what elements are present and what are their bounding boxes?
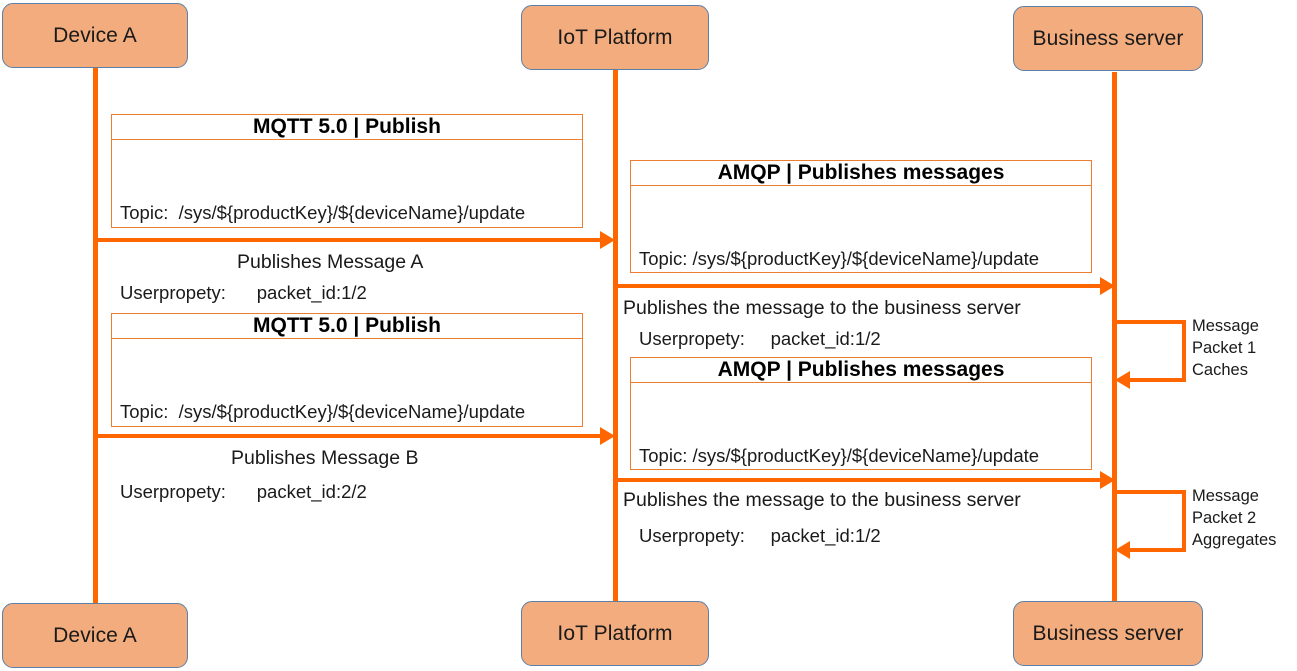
actor-label: Device A bbox=[53, 23, 137, 47]
arrow-label-publish-message-b: Publishes Message B bbox=[231, 447, 419, 469]
note-body: Topic: /sys/${productKey}/${deviceName}/… bbox=[112, 339, 582, 564]
selfloop-label-line-2: Packet 1 bbox=[1192, 338, 1257, 357]
selfloop-label-line-2: Packet 2 bbox=[1192, 508, 1257, 527]
selfloop-bottom-packet-2-aggregates bbox=[1130, 548, 1186, 552]
selfloop-label-line-3: Aggregates bbox=[1192, 530, 1277, 549]
arrow-head-publish-message-a bbox=[600, 231, 615, 249]
selfloop-label-line-1: Message bbox=[1192, 487, 1259, 505]
note-body: Topic: /sys/${productKey}/${deviceName}/… bbox=[112, 140, 582, 365]
note-topic-line: Topic: /sys/${productKey}/${deviceName}/… bbox=[639, 444, 1040, 466]
note-amqp-publish-1: AMQP | Publishes messages Topic: /sys/${… bbox=[630, 160, 1092, 349]
actor-label: Business server bbox=[1032, 26, 1184, 50]
actor-device-a-top[interactable]: Device A bbox=[2, 3, 188, 68]
arrow-head-publish-to-server-2 bbox=[1100, 471, 1115, 489]
arrow-head-packet-1-caches bbox=[1115, 371, 1130, 389]
note-mqtt-publish-2: MQTT 5.0 | Publish Topic: /sys/${product… bbox=[111, 313, 583, 502]
actor-label: Device A bbox=[53, 623, 137, 647]
selfloop-bottom-packet-1-caches bbox=[1130, 378, 1186, 382]
note-title: AMQP | Publishes messages bbox=[631, 161, 1091, 186]
note-amqp-publish-2: AMQP | Publishes messages Topic: /sys/${… bbox=[630, 357, 1092, 546]
arrow-label-publish-message-a: Publishes Message A bbox=[237, 251, 424, 273]
selfloop-right-packet-2-aggregates bbox=[1182, 490, 1186, 552]
actor-device-a-bottom[interactable]: Device A bbox=[2, 603, 188, 668]
selfloop-top-packet-2-aggregates bbox=[1114, 490, 1186, 494]
arrow-publish-to-server-1 bbox=[615, 284, 1100, 288]
arrow-publish-message-a bbox=[95, 238, 600, 242]
note-body: Topic: /sys/${productKey}/${deviceName}/… bbox=[631, 383, 1091, 608]
selfloop-label-packet-1-caches: Message Packet 1 Caches bbox=[1192, 316, 1259, 381]
arrow-publish-to-server-2 bbox=[615, 478, 1100, 482]
arrow-head-publish-to-server-1 bbox=[1100, 277, 1115, 295]
note-mqtt-publish-1: MQTT 5.0 | Publish Topic: /sys/${product… bbox=[111, 114, 583, 303]
arrow-head-packet-2-aggregates bbox=[1115, 541, 1130, 559]
arrow-label-publish-to-server-2: Publishes the message to the business se… bbox=[623, 489, 1021, 511]
selfloop-right-packet-1-caches bbox=[1182, 320, 1186, 382]
note-title: MQTT 5.0 | Publish bbox=[112, 314, 582, 339]
note-topic-line: Topic: /sys/${productKey}/${deviceName}/… bbox=[639, 247, 1040, 269]
note-topic-line: Topic: /sys/${productKey}/${deviceName}/… bbox=[120, 201, 526, 223]
selfloop-label-line-1: Message bbox=[1192, 317, 1259, 335]
arrow-label-publish-to-server-1: Publishes the message to the business se… bbox=[623, 297, 1021, 319]
note-body: Topic: /sys/${productKey}/${deviceName}/… bbox=[631, 186, 1091, 411]
selfloop-top-packet-1-caches bbox=[1114, 320, 1186, 324]
actor-label: Business server bbox=[1032, 621, 1184, 645]
arrow-head-publish-message-b bbox=[600, 427, 615, 445]
note-title: AMQP | Publishes messages bbox=[631, 358, 1091, 383]
actor-iot-platform-top[interactable]: IoT Platform bbox=[521, 5, 709, 70]
actor-business-server-top[interactable]: Business server bbox=[1013, 6, 1203, 71]
actor-iot-platform-bottom[interactable]: IoT Platform bbox=[521, 601, 709, 666]
note-userpropety-line: Userpropety: packet_id:2/2 bbox=[120, 481, 367, 503]
lifeline-business-server bbox=[1112, 72, 1117, 602]
selfloop-label-packet-2-aggregates: Message Packet 2 Aggregates bbox=[1192, 486, 1276, 551]
note-title: MQTT 5.0 | Publish bbox=[112, 115, 582, 140]
note-topic-line: Topic: /sys/${productKey}/${deviceName}/… bbox=[120, 400, 526, 422]
note-userpropety-line: Userpropety: packet_id:1/2 bbox=[639, 525, 881, 547]
actor-label: IoT Platform bbox=[557, 621, 673, 645]
note-userpropety-line: Userpropety: packet_id:1/2 bbox=[639, 328, 881, 350]
selfloop-label-line-3: Caches bbox=[1192, 360, 1248, 379]
note-userpropety-line: Userpropety: packet_id:1/2 bbox=[120, 282, 367, 304]
lifeline-iot-platform bbox=[613, 70, 618, 602]
actor-label: IoT Platform bbox=[557, 25, 673, 49]
actor-business-server-bottom[interactable]: Business server bbox=[1013, 601, 1203, 666]
lifeline-device-a bbox=[93, 66, 98, 606]
arrow-publish-message-b bbox=[95, 434, 600, 438]
